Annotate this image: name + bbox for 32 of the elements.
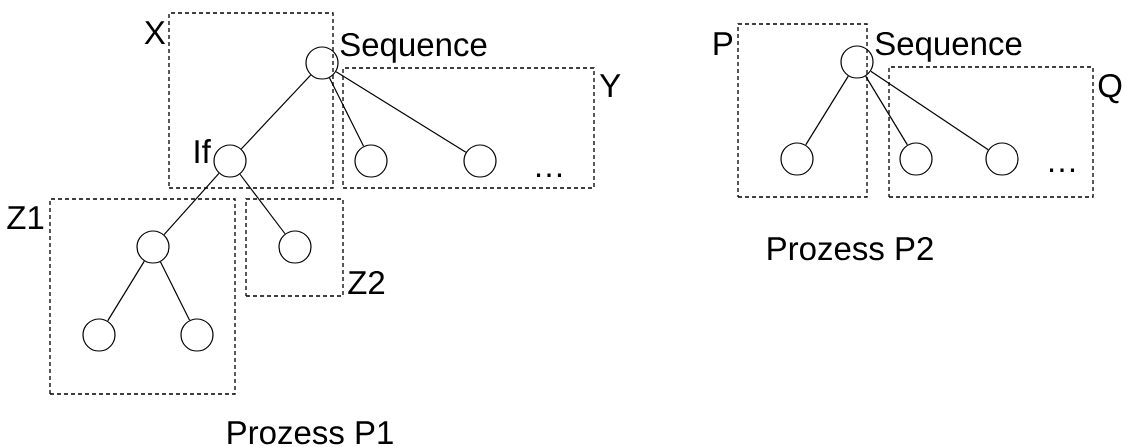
box-label: P bbox=[714, 32, 733, 55]
tree-node-circle bbox=[463, 144, 497, 178]
tree-edge bbox=[159, 261, 191, 321]
box-label: Z1 bbox=[7, 206, 44, 229]
tree-node-circle bbox=[985, 142, 1019, 176]
box-label: Q bbox=[1098, 73, 1122, 104]
tree-node-circle bbox=[278, 230, 312, 264]
ellipsis: … bbox=[537, 173, 561, 177]
tree-edge bbox=[805, 75, 849, 146]
tree-node-circle bbox=[899, 142, 933, 176]
tree-edge bbox=[335, 71, 467, 153]
node-label: Sequence bbox=[340, 32, 487, 63]
tree-edge bbox=[163, 172, 220, 236]
tree-edge bbox=[865, 75, 908, 146]
tree-edge bbox=[239, 173, 286, 235]
node-label: Sequence bbox=[875, 31, 1022, 62]
tree-node-circle bbox=[354, 144, 388, 178]
tree-node-circle bbox=[82, 318, 116, 352]
tree-node-circle bbox=[136, 230, 170, 264]
node-label: If bbox=[195, 139, 211, 163]
box-label: X bbox=[144, 21, 166, 44]
caption-text: Prozess P1 bbox=[228, 421, 393, 445]
box-label: Y bbox=[599, 74, 621, 97]
caption-text: Prozess P2 bbox=[768, 236, 933, 261]
tree-edge bbox=[240, 74, 312, 150]
ellipsis: … bbox=[1050, 168, 1075, 172]
tree-node-circle bbox=[180, 318, 214, 352]
tree-edge bbox=[870, 70, 989, 151]
tree-edge bbox=[328, 77, 365, 147]
box-label: Z2 bbox=[348, 270, 385, 294]
tree-node-circle bbox=[780, 142, 814, 176]
tree-edge bbox=[107, 260, 145, 322]
